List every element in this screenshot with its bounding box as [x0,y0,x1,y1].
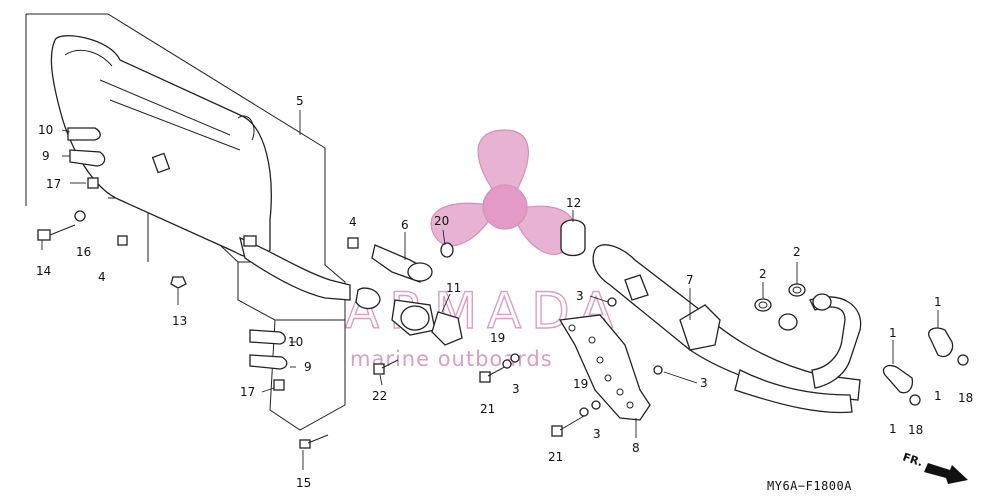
callout-2-left: 2 [759,267,767,281]
callout-15: 15 [296,476,311,490]
front-direction-label: FR. [901,450,924,469]
callout-5: 5 [296,94,304,108]
callout-3-right: 3 [700,376,708,390]
diagram-code: MY6A−F1800A [767,479,852,493]
callout-7: 7 [686,273,694,287]
callout-11: 11 [446,281,461,295]
callout-9-bottom: 9 [304,360,312,374]
exhaust-pipe [592,244,862,414]
callout-8: 8 [632,441,640,455]
fasteners [37,127,663,449]
callout-21-lower: 21 [548,450,563,464]
callout-3-lower: 3 [593,427,601,441]
callout-16: 16 [76,245,91,259]
callout-21-upper: 21 [480,402,495,416]
callout-19-upper: 19 [490,331,505,345]
callout-17-top: 17 [46,177,61,191]
callout-3-upper-mid: 3 [512,382,520,396]
callout-17-bottom: 17 [240,385,255,399]
callout-9-top: 9 [42,149,50,163]
front-direction-arrow [924,463,968,484]
gasket-12 [560,219,586,257]
bracket-8 [558,314,651,421]
callout-3-top: 3 [576,289,584,303]
callout-18-right: 18 [958,391,973,405]
callout-18-bottom: 18 [908,423,923,437]
callout-6: 6 [401,218,409,232]
gaskets-2 [754,283,806,312]
callout-13: 13 [172,314,187,328]
callout-1-middle-left: 1 [889,326,897,340]
callout-19-lower: 19 [573,377,588,391]
callout-1-middle-right: 1 [934,389,942,403]
callout-14: 14 [36,264,51,278]
callout-4-center: 4 [349,215,357,229]
leader-lines [41,110,939,470]
clamps-1 [882,327,969,406]
callout-10-top: 10 [38,123,53,137]
callout-12: 12 [566,196,581,210]
callout-1-top: 1 [934,295,942,309]
muffler [50,35,351,301]
middle-joint-parts [347,237,463,346]
callout-20: 20 [434,214,449,228]
callout-2-right: 2 [793,245,801,259]
callout-10-bottom: 10 [288,335,303,349]
callout-22: 22 [372,389,387,403]
callout-1-bottom: 1 [889,422,897,436]
callout-4-left: 4 [98,270,106,284]
watermark-propeller-logo [430,129,576,256]
